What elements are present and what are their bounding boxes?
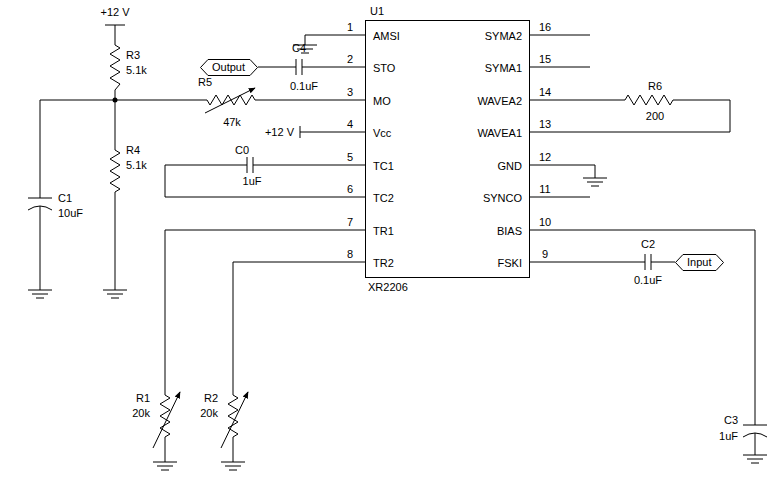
ground-symbol xyxy=(221,462,245,470)
component-label: 0.1uF xyxy=(290,81,318,92)
component-label: 5.1k xyxy=(126,65,147,76)
ground-symbol xyxy=(743,455,767,463)
pin-number: 14 xyxy=(539,87,551,98)
pin-number: 3 xyxy=(347,87,353,98)
flag-outline xyxy=(201,59,258,75)
component-label: R5 xyxy=(198,77,212,88)
component-label: R3 xyxy=(126,50,140,61)
component-label: 20k xyxy=(132,408,150,419)
junction-dot xyxy=(113,98,118,103)
component-label: +12 V xyxy=(265,127,294,138)
component-label: 47k xyxy=(223,117,241,128)
pin-number: 4 xyxy=(347,119,353,130)
pin-name: TR2 xyxy=(373,258,394,269)
pin-name: Vcc xyxy=(373,128,391,139)
capacitor-symbol xyxy=(28,100,115,290)
pin-number: 16 xyxy=(539,22,551,33)
trim-arrow xyxy=(153,392,180,448)
ground-symbol xyxy=(103,290,127,298)
component-label: 200 xyxy=(646,111,664,122)
component-label: R4 xyxy=(126,145,140,156)
component-label: R2 xyxy=(204,393,218,404)
pin-name: SYMA2 xyxy=(485,31,522,42)
capacitor-symbol xyxy=(560,254,675,270)
component-label: C0 xyxy=(235,145,249,156)
wire xyxy=(560,165,595,178)
component-label: +12 V xyxy=(100,7,129,18)
pin-name: SYMA1 xyxy=(485,63,522,74)
pin-number: 6 xyxy=(347,184,353,195)
component-label: R6 xyxy=(648,81,662,92)
component-label: R1 xyxy=(136,393,150,404)
pin-name: GND xyxy=(498,161,522,172)
pin-number: 13 xyxy=(539,119,551,130)
part-name: U1 xyxy=(370,6,384,17)
pin-number: 12 xyxy=(539,152,551,163)
resistor-symbol xyxy=(110,100,120,290)
pin-number: 8 xyxy=(347,249,353,260)
pin-number: 2 xyxy=(347,54,353,65)
pin-number: 1 xyxy=(347,22,353,33)
pin-name: FSKI xyxy=(498,258,522,269)
pin-name: SYNCO xyxy=(483,193,522,204)
pin-number: 9 xyxy=(542,249,548,260)
resistor-symbol xyxy=(160,230,335,462)
port-name: Output xyxy=(200,59,258,76)
pin-number: 15 xyxy=(539,54,551,65)
component-label: 0.1uF xyxy=(634,275,662,286)
pin-stubs xyxy=(335,35,560,262)
component-label: 1uF xyxy=(243,176,262,187)
component-label: 5.1k xyxy=(126,160,147,171)
port-flag: Output xyxy=(200,59,258,76)
wire xyxy=(305,35,335,45)
ic-package: U1AMSISTOMOVccTC1TC2TR1TR2SYMA2SYMA1WAVE… xyxy=(365,20,530,278)
capacitor-symbol xyxy=(165,157,335,197)
component-label: C1 xyxy=(58,193,72,204)
pin-name: TC2 xyxy=(373,193,394,204)
pin-number: 5 xyxy=(347,152,353,163)
component-label: 20k xyxy=(200,408,218,419)
pin-name: STO xyxy=(373,63,395,74)
component-label: 1uF xyxy=(719,431,738,442)
pin-name: MO xyxy=(373,96,391,107)
trim-arrow xyxy=(221,392,248,448)
trim-arrow xyxy=(205,88,255,113)
component-label: 10uF xyxy=(58,208,83,219)
resistor-symbol xyxy=(560,95,730,132)
capacitor-symbol xyxy=(560,230,767,455)
port-flag: Input xyxy=(675,254,724,271)
ground-symbol xyxy=(583,178,607,186)
pin-number: 10 xyxy=(539,217,551,228)
pin-name: TC1 xyxy=(373,161,394,172)
pin-name: BIAS xyxy=(497,226,522,237)
ground-symbol xyxy=(28,290,52,298)
pin-name: AMSI xyxy=(373,31,400,42)
resistor-symbol xyxy=(110,25,120,100)
part-name: XR2206 xyxy=(368,282,408,293)
component-label: C2 xyxy=(641,239,655,250)
pin-name: TR1 xyxy=(373,226,394,237)
supply-bar xyxy=(300,126,335,138)
pin-number: 11 xyxy=(539,184,550,195)
ground-symbol xyxy=(153,462,177,470)
capacitor-symbol xyxy=(258,59,335,75)
port-name: Input xyxy=(675,254,724,271)
pin-name: WAVEA2 xyxy=(477,96,522,107)
pin-number: 7 xyxy=(347,217,353,228)
pin-name: WAVEA1 xyxy=(477,128,522,139)
component-label: C3 xyxy=(724,415,738,426)
resistor-symbol xyxy=(228,262,335,462)
component-label: C4 xyxy=(292,43,306,54)
wire xyxy=(560,35,590,197)
flag-outline xyxy=(676,254,724,270)
